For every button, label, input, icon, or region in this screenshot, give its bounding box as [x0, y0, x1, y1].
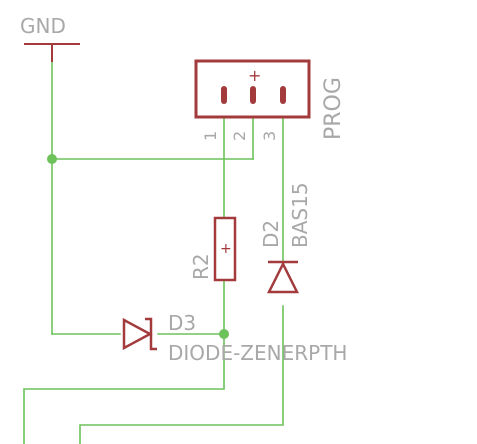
connector-name-label: PROG — [321, 77, 346, 140]
junctions — [47, 154, 229, 339]
r2-name-label: R2 — [189, 253, 213, 280]
connector-pin-3[interactable] — [280, 86, 286, 104]
connector-plus-mark: + — [248, 66, 261, 85]
wire-node-out[interactable] — [23, 333, 225, 444]
d2-name-label: D2 — [259, 220, 283, 248]
diode-d2[interactable]: D2 BAS15 — [259, 182, 312, 294]
d2-triangle — [266, 261, 300, 294]
connector-body — [194, 59, 311, 119]
d2-value-label: BAS15 — [288, 182, 312, 248]
d3-triangle — [122, 317, 153, 351]
junction-r2-d3[interactable] — [219, 329, 229, 339]
pin-3-label: 3 — [260, 131, 279, 141]
diode-d3[interactable]: D3 DIODE-ZENERPTH — [122, 311, 347, 365]
wire-d2-out[interactable] — [79, 305, 284, 444]
connector-pin-1[interactable] — [221, 86, 227, 104]
d3-value-label: DIODE-ZENERPTH — [168, 341, 347, 365]
d3-name-label: D3 — [168, 311, 196, 335]
pin-2-label: 2 — [230, 131, 249, 141]
prog-connector[interactable]: + 1 2 3 PROG — [194, 59, 346, 141]
gnd-label: GND — [20, 14, 66, 38]
resistor-plus-mark: + — [220, 241, 232, 257]
gnd-symbol[interactable]: GND — [20, 14, 80, 62]
d3-zener-bar — [145, 317, 157, 351]
wires — [23, 43, 284, 444]
resistor-body — [213, 216, 237, 282]
resistor-r2[interactable]: + R2 — [189, 216, 237, 282]
connector-pin-2[interactable] — [250, 86, 256, 104]
junction-gnd[interactable] — [47, 154, 57, 164]
pin-1-label: 1 — [201, 131, 220, 141]
